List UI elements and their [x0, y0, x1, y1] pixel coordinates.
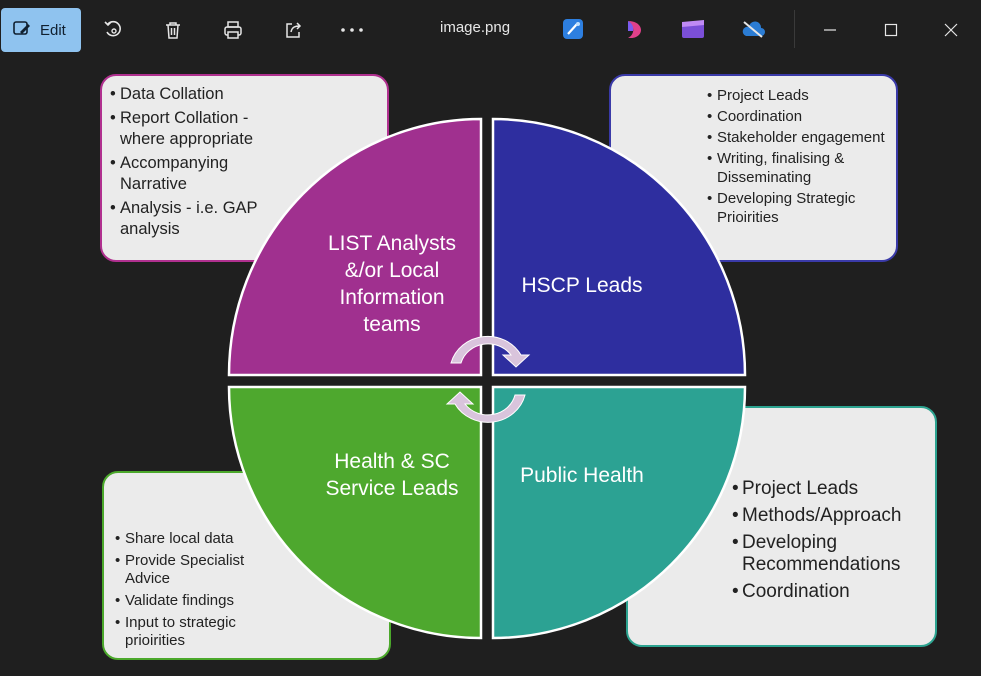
quadrant-label-top-right: HSCP Leads [521, 274, 643, 297]
list-item: Report Collation - where appropriate [110, 108, 280, 150]
list-item: Data Collation [110, 84, 280, 105]
cycle-arrows-icon [445, 335, 531, 423]
list-item: Input to strategic prioirities [115, 614, 275, 650]
maximize-icon[interactable] [875, 14, 907, 46]
minimize-icon[interactable] [814, 14, 846, 46]
edit-button[interactable]: Edit [1, 8, 81, 52]
clipchamp-app-icon[interactable] [680, 16, 706, 42]
list-item: Share local data [115, 530, 275, 548]
list-item: Validate findings [115, 592, 275, 610]
toolbar: Edit image.png [0, 0, 981, 58]
copilot-app-icon[interactable] [621, 16, 647, 42]
list-item: Project Leads [732, 478, 935, 500]
list-item: Analysis - i.e. GAP analysis [110, 198, 280, 240]
list-item: Coordination [732, 581, 935, 603]
quadrant-bottom-left [227, 385, 483, 640]
more-icon[interactable] [336, 14, 368, 46]
list-item: Writing, finalising & Disseminating [707, 149, 887, 187]
image-canvas: Data Collation Report Collation - where … [0, 58, 981, 676]
designer-app-icon[interactable] [560, 16, 586, 42]
list-item: Methods/Approach [732, 505, 935, 527]
list-item: Stakeholder engagement [707, 128, 887, 147]
list-item: Provide Specialist Advice [115, 552, 275, 588]
onedrive-off-icon[interactable] [740, 16, 766, 42]
quadrant-label-bottom-left: Health & SC Service Leads [325, 450, 459, 500]
close-icon[interactable] [935, 14, 967, 46]
rotate-icon[interactable] [97, 14, 129, 46]
list-item: Accompanying Narrative [110, 153, 280, 195]
list-item: Project Leads [707, 86, 887, 105]
delete-icon[interactable] [157, 14, 189, 46]
list-item: Developing Strategic Prioirities [707, 189, 887, 227]
quadrant-top-right [491, 117, 747, 377]
list-item: Developing Recommendations [732, 532, 935, 576]
window-title: image.png [440, 19, 511, 36]
quadrant-label-top-left: LIST Analysts &/or Local Information tea… [327, 232, 456, 336]
share-icon[interactable] [277, 14, 309, 46]
edit-icon [12, 18, 32, 42]
toolbar-separator [794, 10, 795, 48]
quadrant-label-bottom-right: Public Health [520, 464, 644, 487]
edit-label: Edit [40, 21, 66, 39]
list-item: Coordination [707, 107, 887, 126]
quadrant-bottom-right [491, 385, 747, 640]
quadrant-top-left [227, 117, 483, 377]
quadrant-diagram [227, 117, 747, 640]
print-icon[interactable] [217, 14, 249, 46]
